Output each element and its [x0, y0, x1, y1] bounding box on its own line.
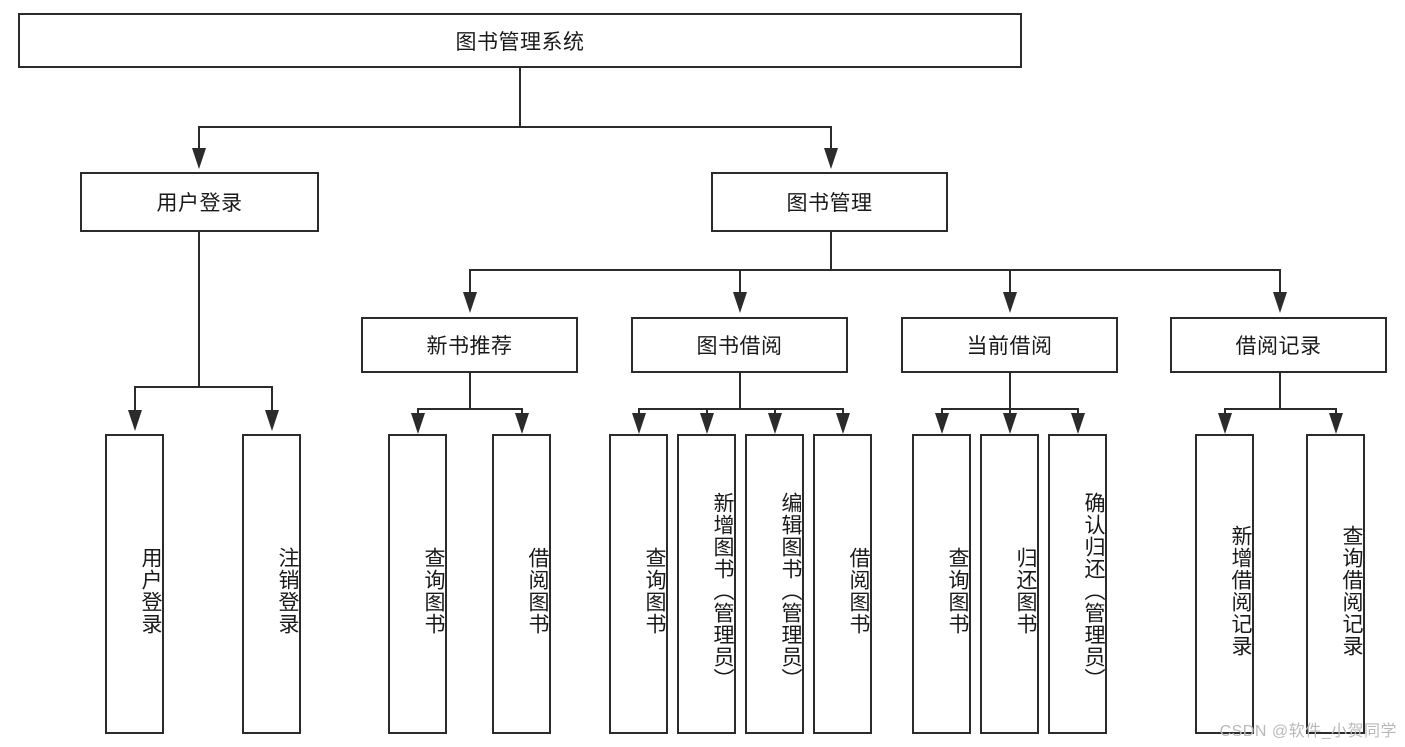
connector-new-book-stem	[469, 373, 471, 408]
node-label: 查询图书	[946, 547, 969, 635]
node-label: 图书借阅	[696, 335, 783, 358]
node-label: 编辑图书（管理员）	[779, 492, 802, 690]
node-label: 图书管理系统	[455, 30, 585, 54]
arrowhead-book-borrow-leaf-3	[768, 413, 782, 434]
arrowhead-book-borrow-leaf-1	[632, 413, 646, 434]
node-book-management[interactable]: 图书管理	[711, 172, 948, 232]
arrowhead-user-login-to-leaf-2	[265, 410, 279, 431]
node-label: 归还图书	[1014, 547, 1037, 635]
arrowhead-user-login-to-leaf-1	[128, 410, 142, 431]
node-label: 新增图书（管理员）	[711, 492, 734, 690]
node-label: 确认归还（管理员）	[1082, 492, 1105, 690]
connector-book-borrow-bus	[638, 408, 843, 410]
leaf-new-book-query-book[interactable]: 查询图书	[388, 434, 447, 734]
leaf-new-book-borrow-book[interactable]: 借阅图书	[492, 434, 551, 734]
arrowhead-to-current-borrow	[1003, 292, 1017, 313]
connector-user-login-to-leaf-1	[134, 386, 136, 410]
arrowhead-root-to-book-management	[824, 148, 838, 169]
node-borrow-record[interactable]: 借阅记录	[1170, 317, 1387, 373]
node-label: 查询图书	[422, 547, 445, 635]
node-label: 用户登录	[156, 192, 243, 215]
leaf-user-login-logout[interactable]: 注销登录	[242, 434, 301, 734]
connector-current-borrow-stem	[1009, 373, 1011, 408]
arrowhead-root-to-user-login	[192, 148, 206, 169]
connector-root-to-book-management	[830, 126, 832, 148]
arrowhead-new-book-leaf-1	[411, 413, 425, 434]
leaf-current-borrow-return-book[interactable]: 归还图书	[980, 434, 1039, 734]
node-current-borrow[interactable]: 当前借阅	[901, 317, 1118, 373]
connector-root-stem	[519, 68, 521, 126]
connector-root-to-user-login	[198, 126, 200, 148]
node-label: 借阅记录	[1235, 335, 1322, 358]
leaf-book-borrow-borrow-book[interactable]: 借阅图书	[813, 434, 872, 734]
connector-borrow-record-bus	[1224, 408, 1336, 410]
connector-book-management-to-current-borrow	[1009, 269, 1011, 292]
connector-root-bus	[198, 126, 832, 128]
node-label: 用户登录	[139, 547, 162, 635]
node-label: 注销登录	[276, 547, 299, 635]
connector-book-management-to-book-borrow	[739, 269, 741, 292]
arrowhead-to-book-borrow	[733, 292, 747, 313]
arrowhead-new-book-leaf-2	[515, 413, 529, 434]
node-label: 借阅图书	[847, 547, 870, 635]
node-label: 借阅图书	[526, 547, 549, 635]
leaf-borrow-record-query-record[interactable]: 查询借阅记录	[1306, 434, 1365, 734]
connector-user-login-stem	[198, 232, 200, 386]
node-label: 图书管理	[786, 192, 873, 215]
node-label: 新增借阅记录	[1229, 525, 1252, 657]
node-label: 新书推荐	[426, 335, 513, 358]
connector-user-login-to-leaf-2	[271, 386, 273, 410]
arrowhead-current-borrow-leaf-1	[935, 413, 949, 434]
arrowhead-current-borrow-leaf-3	[1071, 413, 1085, 434]
leaf-user-login-login[interactable]: 用户登录	[105, 434, 164, 734]
arrowhead-borrow-record-leaf-2	[1329, 413, 1343, 434]
arrowhead-borrow-record-leaf-1	[1218, 413, 1232, 434]
connector-book-borrow-stem	[739, 373, 741, 408]
arrowhead-book-borrow-leaf-2	[700, 413, 714, 434]
connector-new-book-bus	[417, 408, 522, 410]
node-label: 查询借阅记录	[1340, 525, 1363, 657]
arrowhead-to-new-book-recommend	[463, 292, 477, 313]
connector-borrow-record-stem	[1279, 373, 1281, 408]
node-root-book-management-system[interactable]: 图书管理系统	[18, 13, 1022, 68]
connector-user-login-bus	[134, 386, 272, 388]
node-label: 查询图书	[643, 547, 666, 635]
leaf-current-borrow-confirm-return-admin[interactable]: 确认归还（管理员）	[1048, 434, 1107, 734]
leaf-book-borrow-query-book[interactable]: 查询图书	[609, 434, 668, 734]
leaf-borrow-record-add-record[interactable]: 新增借阅记录	[1195, 434, 1254, 734]
arrowhead-book-borrow-leaf-4	[836, 413, 850, 434]
node-new-book-recommend[interactable]: 新书推荐	[361, 317, 578, 373]
leaf-current-borrow-query-book[interactable]: 查询图书	[912, 434, 971, 734]
connector-book-management-to-new-book	[469, 269, 471, 292]
node-label: 当前借阅	[966, 335, 1053, 358]
node-user-login[interactable]: 用户登录	[80, 172, 319, 232]
leaf-book-borrow-add-book-admin[interactable]: 新增图书（管理员）	[677, 434, 736, 734]
arrowhead-to-borrow-record	[1273, 292, 1287, 313]
connector-book-management-bus	[469, 269, 1281, 271]
node-book-borrow[interactable]: 图书借阅	[631, 317, 848, 373]
connector-book-management-to-borrow-record	[1279, 269, 1281, 292]
leaf-book-borrow-edit-book-admin[interactable]: 编辑图书（管理员）	[745, 434, 804, 734]
arrowhead-current-borrow-leaf-2	[1003, 413, 1017, 434]
connector-book-management-stem	[830, 232, 832, 269]
